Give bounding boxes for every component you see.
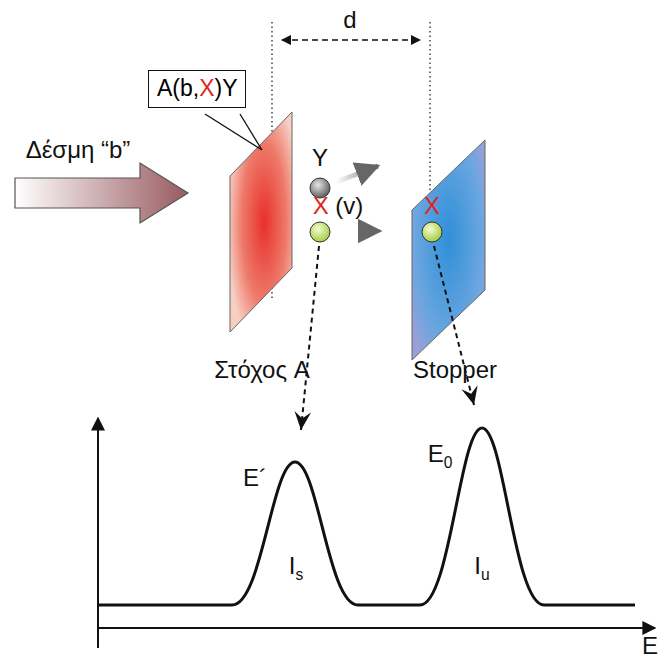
particle-label: Y [312, 145, 328, 171]
reaction-label: A(b,X)Y [157, 75, 237, 103]
x-particle [310, 222, 330, 242]
distance-arrow [282, 39, 420, 41]
target-label: Στόχος A [214, 357, 309, 383]
spectrum-curve [98, 428, 635, 605]
stopper-foil [412, 140, 485, 360]
x-axis [98, 627, 655, 629]
peak-energy: E0 [428, 441, 453, 471]
peak-intensity: Is [289, 553, 303, 583]
target-foil [230, 112, 292, 332]
reaction-box: A(b,X)Y [148, 70, 246, 108]
beam-label: Δέσμη “b” [26, 137, 131, 163]
motion-arrow [336, 166, 378, 182]
particle-label: X (v) [313, 193, 364, 219]
axis-label: E [642, 633, 658, 659]
emission-arrow [301, 246, 319, 430]
beam-arrow [15, 163, 188, 223]
leader-line [205, 114, 262, 150]
stopper-label: Stopper [413, 357, 497, 383]
x-stopped [422, 222, 442, 242]
distance-label: d [343, 7, 356, 33]
y-axis [97, 418, 99, 648]
particle-label: X [424, 193, 440, 219]
peak-intensity: Iu [474, 553, 489, 583]
leader-line [240, 114, 262, 150]
peak-energy: E´ [243, 465, 267, 491]
motion-arrow [336, 229, 380, 234]
